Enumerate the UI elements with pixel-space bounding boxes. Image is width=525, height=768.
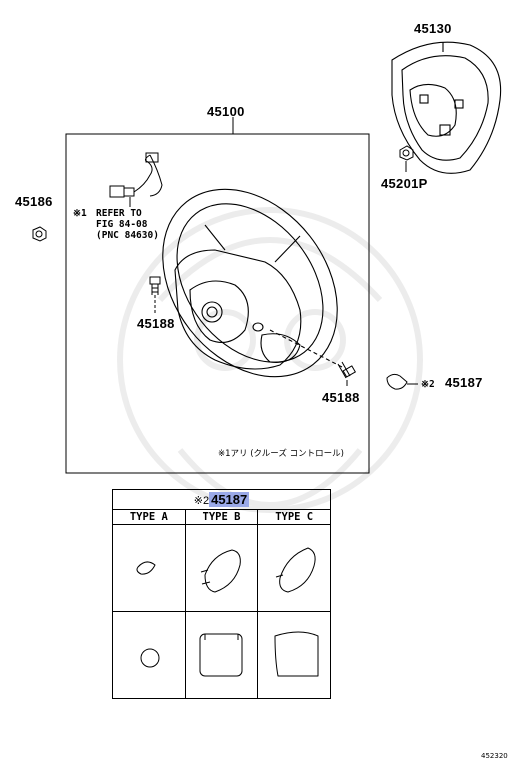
label-45188-left[interactable]: 45188 (137, 316, 175, 331)
diagram-code: 452320 (481, 752, 508, 760)
cover-mark: ※2 (421, 379, 435, 390)
pad-screw-drawing (399, 145, 414, 172)
cover-drawing (386, 373, 418, 390)
cell-type-c-side (257, 524, 331, 612)
cell-type-a-front (112, 611, 186, 699)
cruise-switch-drawing (109, 152, 163, 207)
refer-line-2[interactable]: FIG 84-08 (96, 219, 148, 230)
label-45186[interactable]: 45186 (15, 194, 53, 209)
cell-type-c-front (257, 611, 331, 699)
steering-wheel-frame (65, 133, 370, 474)
label-45201p[interactable]: 45201P (381, 176, 428, 191)
footnote: ※1アリ (クルーズ コントロール) (218, 449, 344, 459)
screw-left-drawing (149, 276, 161, 314)
cell-type-b-front (184, 611, 259, 699)
label-45130[interactable]: 45130 (414, 21, 452, 36)
header-type-c: TYPE C (257, 509, 331, 525)
label-45100[interactable]: 45100 (207, 104, 245, 119)
refer-line-3: (PNC 84630) (96, 230, 159, 241)
table-title-part[interactable]: 45187 (209, 492, 250, 507)
table-title-mark: ※2 (193, 495, 210, 507)
watermark-emblem (117, 207, 423, 513)
cell-type-b-side (184, 524, 259, 612)
label-45187[interactable]: 45187 (445, 375, 483, 390)
pad-drawing[interactable] (391, 41, 502, 174)
header-type-a: TYPE A (112, 509, 186, 525)
nut-drawing (32, 226, 47, 242)
refer-mark: ※1 (73, 208, 87, 219)
refer-line-1: REFER TO (96, 208, 142, 219)
screw-right-drawing (337, 361, 357, 386)
steering-wheel-drawing[interactable] (127, 155, 374, 411)
cell-type-a-side (112, 524, 186, 612)
label-45188-right[interactable]: 45188 (322, 390, 360, 405)
header-type-b: TYPE B (184, 509, 259, 525)
